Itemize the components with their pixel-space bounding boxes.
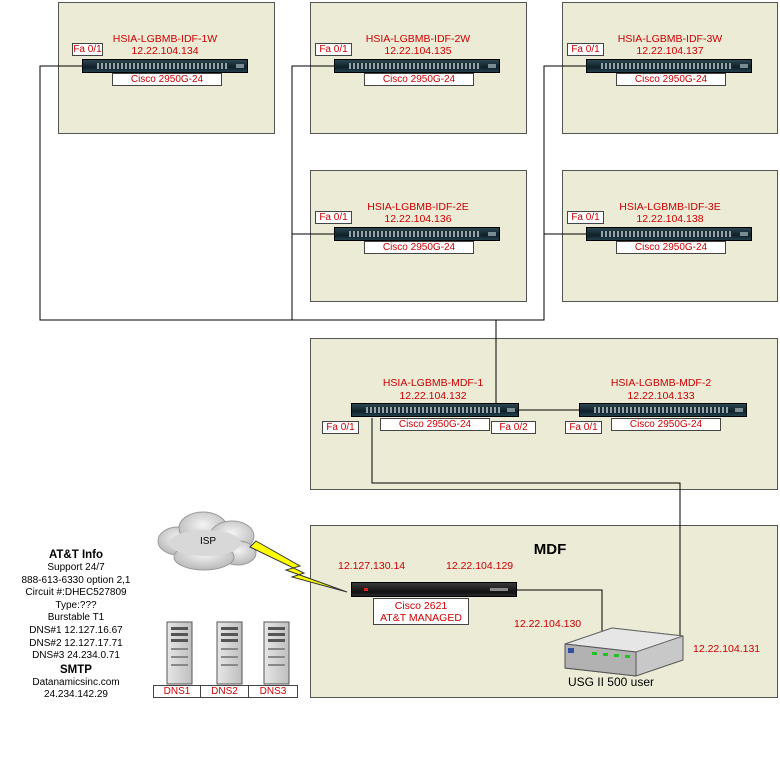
idf-2e-switch[interactable] <box>334 227 500 241</box>
router-lan-ip: 12.22.104.129 <box>446 560 514 572</box>
idf-1w-model: Cisco 2950G-24 <box>112 73 222 86</box>
dns-server-2-icon <box>216 621 243 685</box>
idf-3e-switch[interactable] <box>586 227 752 241</box>
router-badge-icon <box>490 588 508 591</box>
mdf-2-name: HSIA-LGBMB-MDF-2 <box>610 377 712 389</box>
mdf-2-model: Cisco 2950G-24 <box>611 418 721 431</box>
att-info-title: AT&T Info <box>48 549 104 561</box>
mdf-1-name: HSIA-LGBMB-MDF-1 <box>382 377 484 389</box>
idf-1w-name: HSIA-LGBMB-IDF-1W <box>112 33 218 45</box>
usg-lan-ip: 12.22.104.131 <box>693 643 761 655</box>
dns-label-3: DNS3 <box>248 685 298 698</box>
idf-2e-name: HSIA-LGBMB-IDF-2E <box>367 201 469 213</box>
smtp-title: SMTP <box>60 663 92 676</box>
att-info-line: DNS#1 12.127.16.67 <box>29 624 123 636</box>
idf-2e-port-label: Fa 0/1 <box>315 211 352 224</box>
att-info-line: Support 24/7 <box>47 562 105 573</box>
mdf-1-model: Cisco 2950G-24 <box>380 418 490 431</box>
dns-label-2: DNS2 <box>200 685 249 698</box>
idf-2e-ip: 12.22.104.136 <box>384 213 452 225</box>
usg-label: USG II 500 user <box>567 675 655 689</box>
idf-3w-port-label: Fa 0/1 <box>567 43 604 56</box>
smtp-line: 24.234.142.29 <box>44 689 108 701</box>
dns-label-1: DNS1 <box>153 685 201 698</box>
mdf-1-switch[interactable] <box>351 403 519 417</box>
isp-label: ISP <box>199 536 217 547</box>
idf-3e-name: HSIA-LGBMB-IDF-3E <box>619 201 721 213</box>
mdf-2-ip: 12.22.104.133 <box>627 390 695 402</box>
mdf-1-port-a-label: Fa 0/1 <box>322 421 359 434</box>
mdf-1-ip: 12.22.104.132 <box>399 390 467 402</box>
att-info-line: Burstable T1 <box>47 612 105 624</box>
smtp-line: Datanamicsinc.com <box>32 676 120 688</box>
idf-2w-port-label: Fa 0/1 <box>315 43 352 56</box>
idf-2w-ip: 12.22.104.135 <box>384 45 452 57</box>
usg-wan-ip: 12.22.104.130 <box>514 618 582 630</box>
router-model: Cisco 2621 <box>394 600 448 612</box>
idf-1w-ip: 12.22.104.134 <box>131 45 199 57</box>
router-device[interactable] <box>351 582 517 597</box>
idf-3w-switch[interactable] <box>586 59 752 73</box>
idf-3w-ip: 12.22.104.137 <box>636 45 704 57</box>
idf-1w-switch[interactable] <box>82 59 248 73</box>
router-wan-ip: 12.127.130.14 <box>338 560 406 572</box>
idf-1w-port-label: Fa 0/1 <box>72 43 103 56</box>
idf-3w-model: Cisco 2950G-24 <box>616 73 726 86</box>
mdf-2-switch[interactable] <box>579 403 747 417</box>
router-label: Cisco 2621 AT&T MANAGED <box>373 598 469 625</box>
idf-2w-switch[interactable] <box>334 59 500 73</box>
mdf-2-port-label: Fa 0/1 <box>565 421 602 434</box>
idf-2e-model: Cisco 2950G-24 <box>364 241 474 254</box>
att-info-line: DNS#3 24.234.0.71 <box>32 650 120 662</box>
att-info-line: Type:??? <box>55 599 97 611</box>
idf-2w-model: Cisco 2950G-24 <box>364 73 474 86</box>
mdf-title: MDF <box>533 541 567 558</box>
mdf-1-port-b-label: Fa 0/2 <box>491 421 536 434</box>
router-led-icon <box>364 588 368 591</box>
idf-3e-model: Cisco 2950G-24 <box>616 241 726 254</box>
att-info-line: 888-613-6330 option 2,1 <box>21 574 131 586</box>
idf-3e-ip: 12.22.104.138 <box>636 213 704 225</box>
router-note: AT&T MANAGED <box>380 612 462 624</box>
idf-3w-name: HSIA-LGBMB-IDF-3W <box>617 33 723 45</box>
att-info-line: DNS#2 12.127.17.71 <box>29 637 123 649</box>
dns-server-1-icon <box>166 621 193 685</box>
dns-server-3-icon <box>263 621 290 685</box>
att-info-line: Circuit #:DHEC527809 <box>25 587 127 599</box>
idf-2w-name: HSIA-LGBMB-IDF-2W <box>365 33 471 45</box>
idf-3e-port-label: Fa 0/1 <box>567 211 604 224</box>
att-info-block: AT&T Info Support 24/7 888-613-6330 opti… <box>6 548 146 702</box>
